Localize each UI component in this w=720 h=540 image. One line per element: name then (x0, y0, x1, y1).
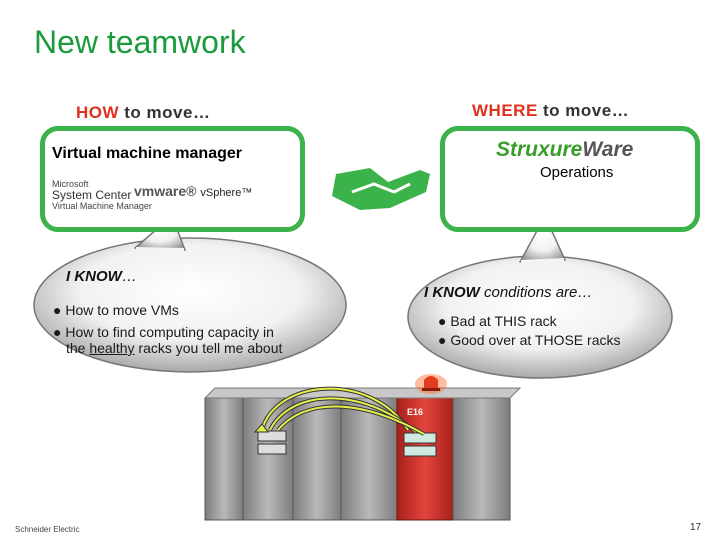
sc-logo-small: Microsoft (52, 179, 89, 189)
left-bullet-2-pre: the (66, 340, 90, 356)
alarm-beacon-icon (415, 374, 447, 394)
operations-box (440, 126, 700, 232)
vmware-text: vmware® (134, 183, 197, 199)
struxure-text: Struxure (496, 138, 583, 161)
rack-label: E16 (407, 407, 424, 417)
operations-label: Operations (540, 164, 614, 181)
left-know-rest: … (121, 268, 137, 285)
page-title: New teamwork (34, 24, 246, 60)
right-bullet-2: ● Good over at THOSE racks (438, 332, 621, 348)
healthy-word: healthy (89, 340, 135, 356)
left-know-bold: I KNOW (66, 268, 122, 285)
right-bullet-1: ● Bad at THIS rack (438, 313, 557, 329)
right-bubble-heading: I KNOW conditions are… (424, 284, 592, 301)
how-heading-rest: to move… (119, 103, 211, 122)
system-center-logo: Microsoft System Center Virtual Machine … (52, 179, 152, 212)
left-speech-bubble (33, 215, 347, 373)
footer-company: Schneider Electric (15, 525, 80, 534)
left-bullet-2-cont: the healthy racks you tell me about (66, 340, 282, 356)
vm-manager-label: Virtual machine manager (52, 145, 242, 162)
vsphere-text: vSphere™ (200, 187, 253, 199)
sc-logo-big: System Center (52, 188, 132, 203)
page-number: 17 (690, 522, 702, 533)
left-bullet-2: ● How to find computing capacity in (53, 324, 274, 340)
struxureware-logo: StruxureWare (496, 138, 633, 162)
where-heading: WHERE to move… (472, 101, 629, 121)
how-highlight: HOW (76, 103, 120, 122)
handshake-icon (332, 168, 430, 210)
alarm-rack (396, 397, 454, 521)
right-know-rest: conditions are… (479, 284, 593, 301)
right-speech-bubble (407, 215, 673, 379)
ware-text: Ware (582, 138, 634, 161)
left-bubble-heading: I KNOW… (66, 268, 137, 285)
left-bullet-1: ● How to move VMs (53, 302, 179, 318)
sc-logo-sub: Virtual Machine Manager (52, 201, 152, 212)
where-heading-rest: to move… (537, 101, 630, 120)
vmware-logo: vmware® vSphere™ (134, 183, 252, 199)
how-heading: HOW to move… (76, 103, 210, 123)
right-know-bold: I KNOW (424, 284, 480, 301)
server-racks (203, 386, 522, 521)
vm-manager-box (40, 126, 305, 232)
where-highlight: WHERE (472, 101, 538, 120)
left-bullet-2-post: racks you tell me about (134, 340, 283, 356)
